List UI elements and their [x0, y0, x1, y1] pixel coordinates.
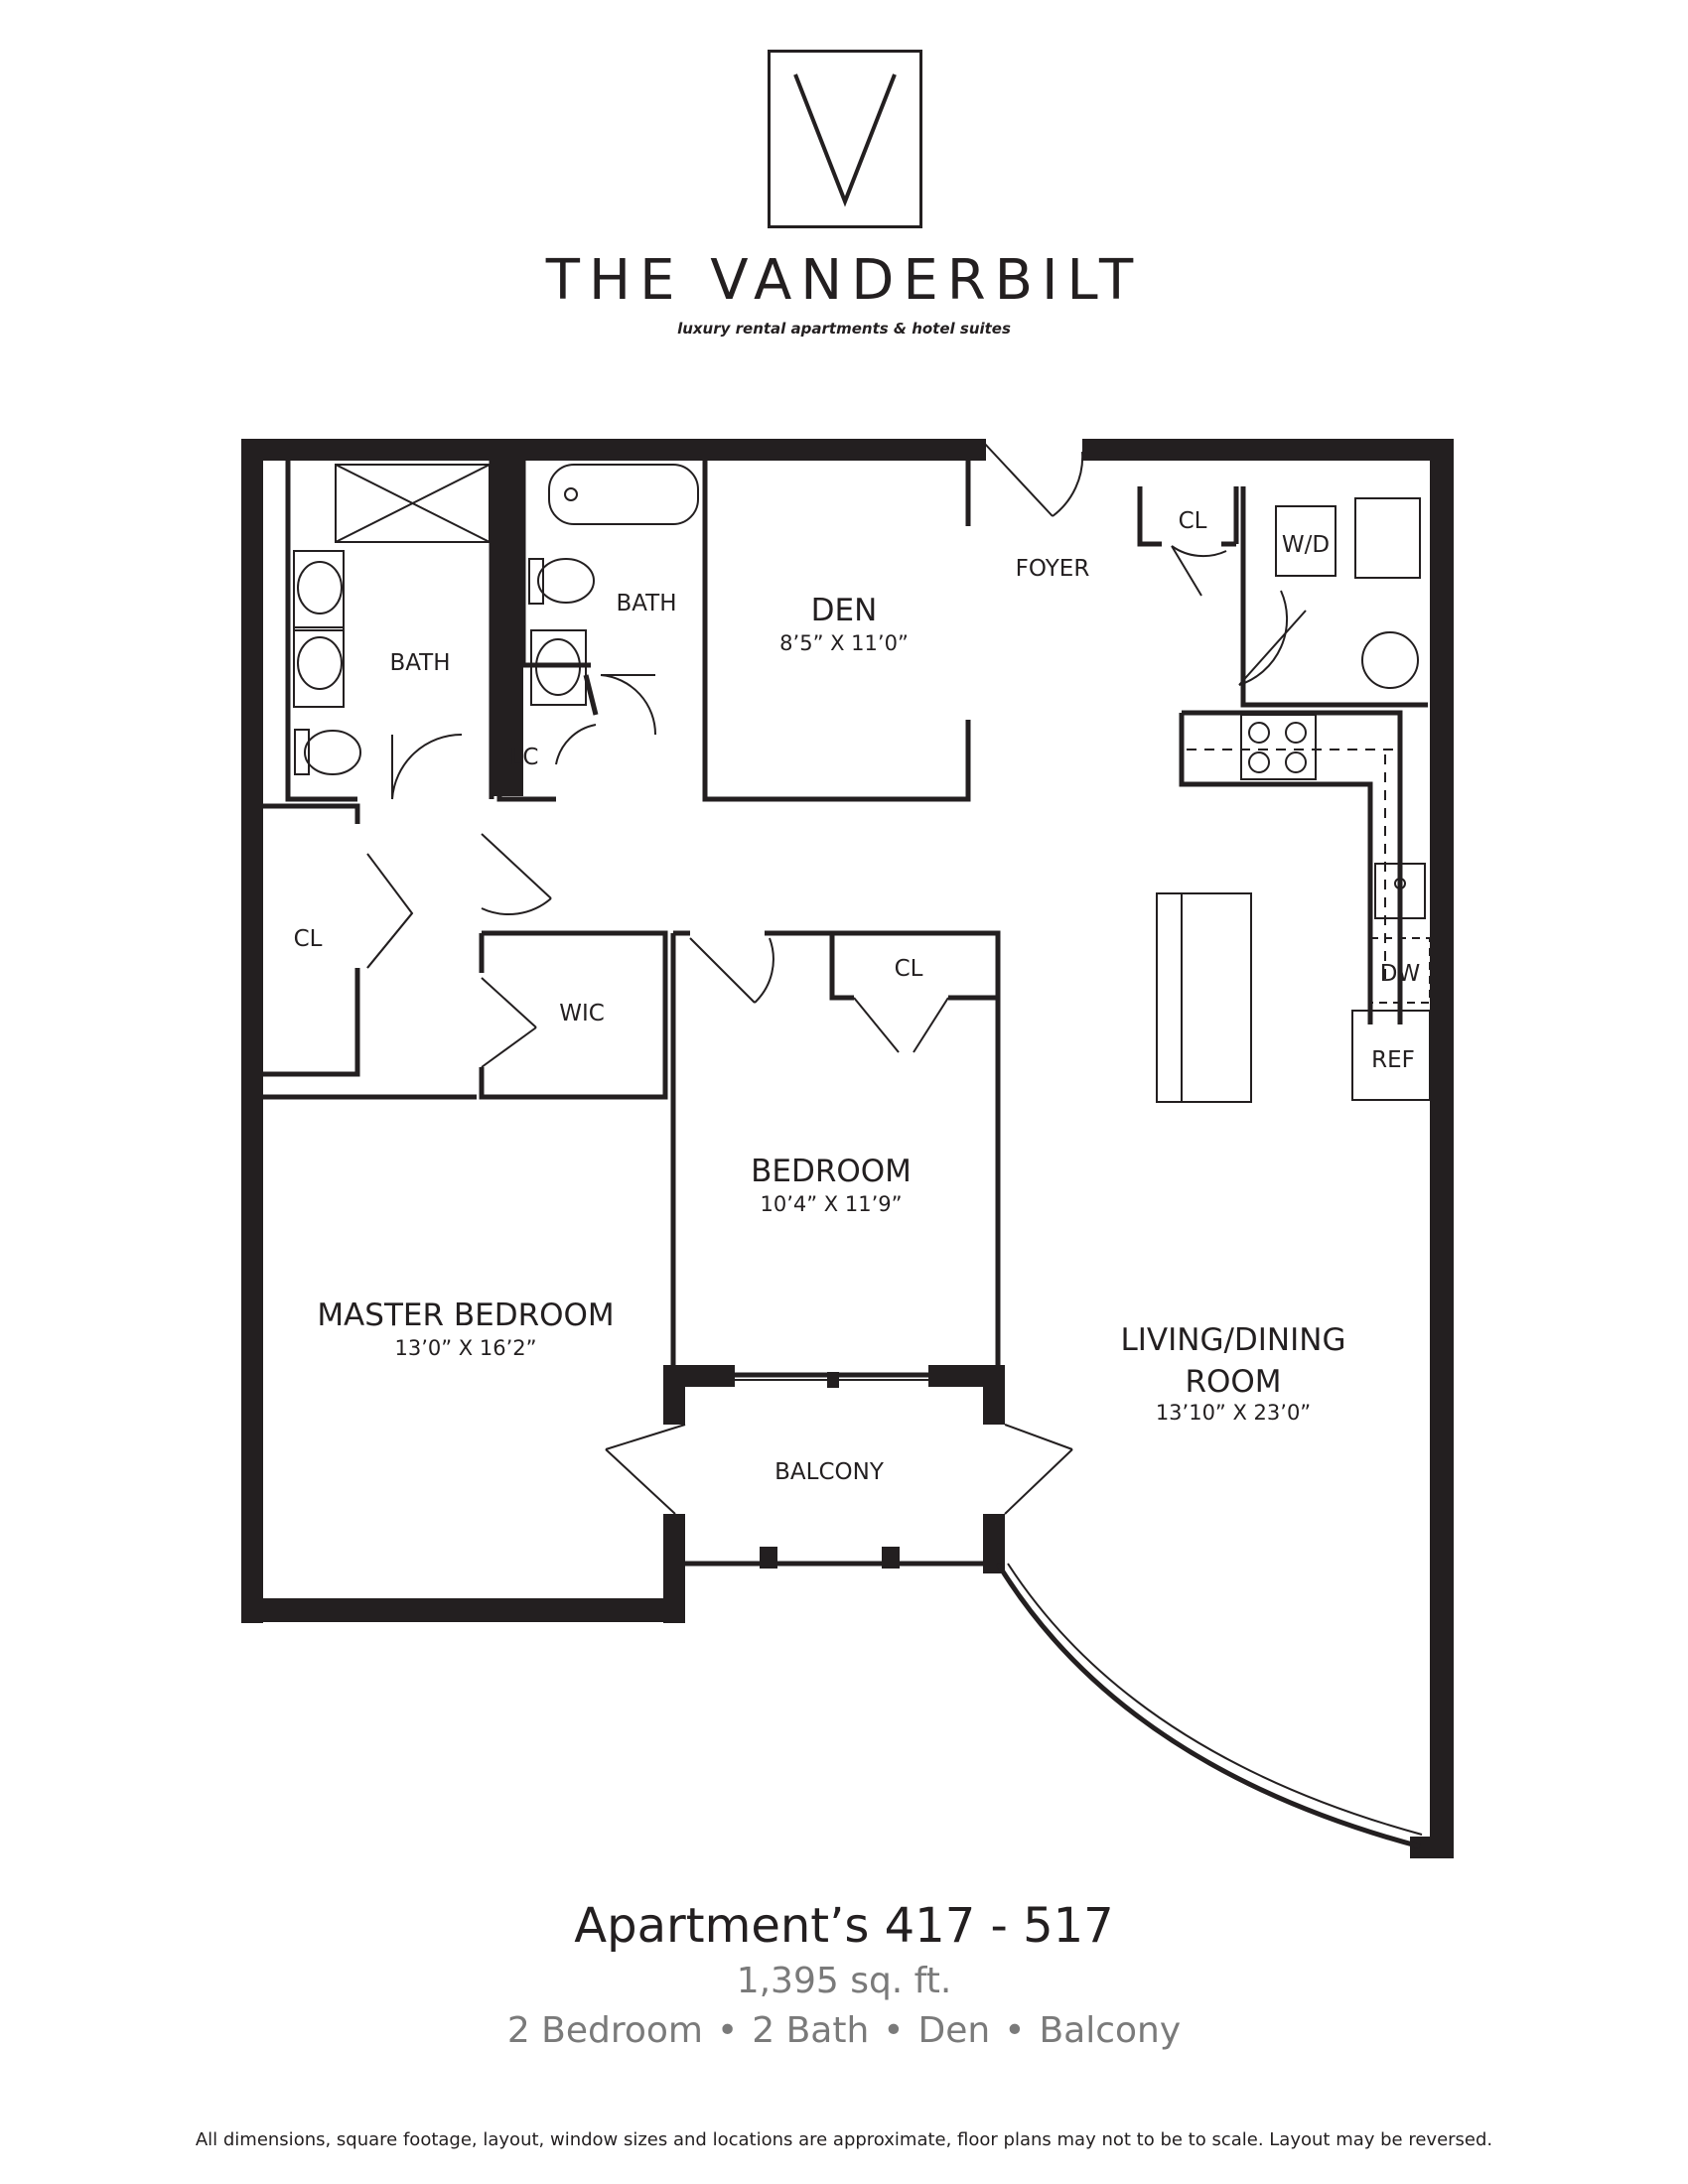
- room-label-living-line1: LIVING/DINING: [1121, 1322, 1346, 1358]
- room-label-balcony: BALCONY: [774, 1459, 885, 1485]
- bullet-separator: •: [1004, 2010, 1026, 2051]
- square-footage: 1,395 sq. ft.: [736, 1961, 952, 2001]
- label-wic: WIC: [559, 1001, 605, 1026]
- bullet-separator: •: [717, 2010, 739, 2051]
- room-label-foyer: FOYER: [1016, 556, 1090, 582]
- feature-item: 2 Bedroom: [506, 2010, 704, 2051]
- brand-name: THE VANDERBILT: [545, 248, 1143, 313]
- room-label-bath-second: BATH: [616, 591, 676, 616]
- room-dims-den: 8’5” X 11’0”: [779, 631, 909, 655]
- label-cl-left: CL: [294, 926, 323, 952]
- label-cl-foyer: CL: [1179, 508, 1207, 534]
- room-label-living-line2: ROOM: [1185, 1364, 1281, 1400]
- bullet-separator: •: [883, 2010, 905, 2051]
- apartment-title: Apartment’s 417 - 517: [574, 1898, 1114, 1954]
- interior-walls: [263, 461, 1428, 1849]
- label-cl-bedroom: CL: [895, 956, 923, 982]
- feature-list: 2 Bedroom • 2 Bath • Den • Balcony: [0, 2010, 1688, 2051]
- room-label-master-bedroom: MASTER BEDROOM: [317, 1297, 614, 1333]
- room-label-bedroom: BEDROOM: [751, 1154, 912, 1189]
- room-dims-living: 13’10” X 23’0”: [1156, 1401, 1311, 1425]
- room-label-bath-main: BATH: [389, 650, 450, 676]
- thick-exterior-walls: [241, 439, 1454, 1858]
- logo-box: [768, 50, 922, 228]
- feature-item: Den: [917, 2010, 991, 2051]
- room-dims-bedroom: 10’4” X 11’9”: [760, 1192, 902, 1216]
- room-dims-master-bedroom: 13’0” X 16’2”: [394, 1336, 536, 1360]
- label-wd: W/D: [1282, 532, 1330, 558]
- feature-item: Balcony: [1039, 2010, 1182, 2051]
- label-ref: REF: [1371, 1047, 1415, 1073]
- label-lc: LC: [510, 745, 539, 770]
- room-label-den: DEN: [811, 593, 878, 628]
- disclaimer: All dimensions, square footage, layout, …: [195, 2129, 1493, 2150]
- feature-item: 2 Bath: [752, 2010, 870, 2051]
- logo-v-mark: [793, 73, 897, 207]
- doors-and-fixtures: [293, 441, 1431, 1614]
- window-mullions: [417, 1372, 900, 1620]
- brand-tagline: luxury rental apartments & hotel suites: [677, 320, 1011, 338]
- label-dw: DW: [1380, 961, 1420, 987]
